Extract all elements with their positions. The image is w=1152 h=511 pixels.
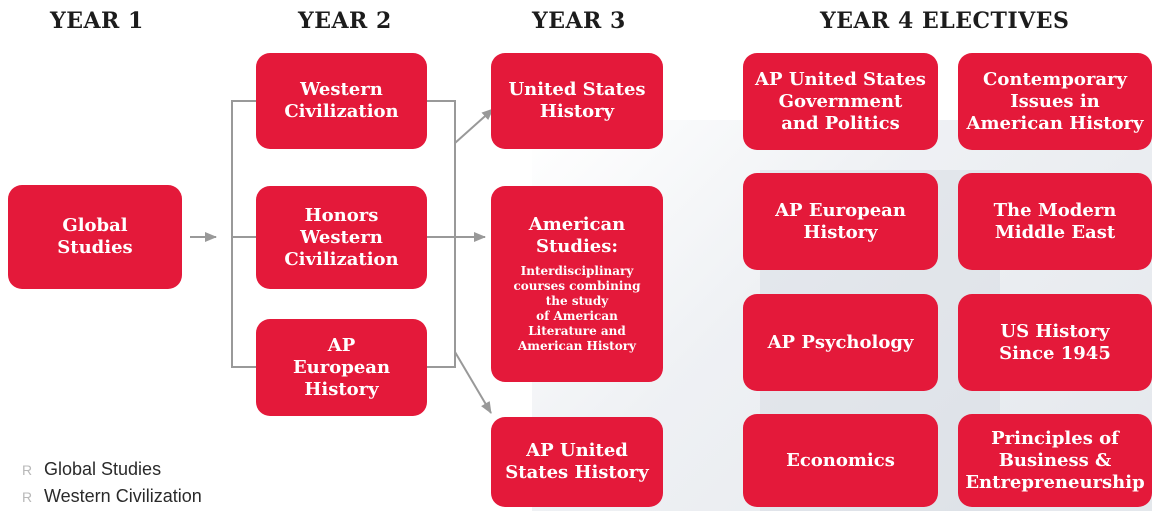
american-studies-title: American Studies: [528,214,626,257]
elective-modern-middle-east: The Modern Middle East [958,173,1152,270]
course-united-states-history: United States History [491,53,663,149]
elective-contemporary-issues: Contemporary Issues in American History [958,53,1152,150]
heading-year-3: YEAR 3 [532,8,626,34]
elective-ap-us-government: AP United States Government and Politics [743,53,938,150]
elective-business-entrepreneurship: Principles of Business & Entrepreneurshi… [958,414,1152,507]
elective-ap-psychology: AP Psychology [743,294,938,391]
bracket-right [427,100,456,368]
course-honors-western-civilization: Honors Western Civilization [256,186,427,289]
requirement-item: R Global Studies [22,456,202,483]
requirements-list: R Global Studies R Western Civilization [22,456,202,510]
required-marker: R [22,461,33,478]
arrow-to-us-history [454,108,494,144]
requirement-label: Global Studies [44,459,162,479]
required-marker: R [22,488,33,505]
arrow-to-ap-us-history [454,351,492,414]
heading-year-2: YEAR 2 [298,8,392,34]
course-american-studies: American Studies: Interdisciplinary cour… [491,186,663,382]
elective-ap-european-history: AP European History [743,173,938,270]
heading-year-4-electives: YEAR 4 ELECTIVES [820,8,1070,34]
heading-year-1: YEAR 1 [50,8,144,34]
course-western-civilization: Western Civilization [256,53,427,149]
elective-us-history-since-1945: US History Since 1945 [958,294,1152,391]
elective-economics: Economics [743,414,938,507]
course-ap-united-states-history: AP United States History [491,417,663,507]
requirement-item: R Western Civilization [22,483,202,510]
course-ap-european-history: AP European History [256,319,427,416]
american-studies-description: Interdisciplinary courses combining the … [513,264,641,353]
requirement-label: Western Civilization [44,486,202,506]
course-global-studies: Global Studies [8,185,182,289]
bracket-left [231,100,256,368]
